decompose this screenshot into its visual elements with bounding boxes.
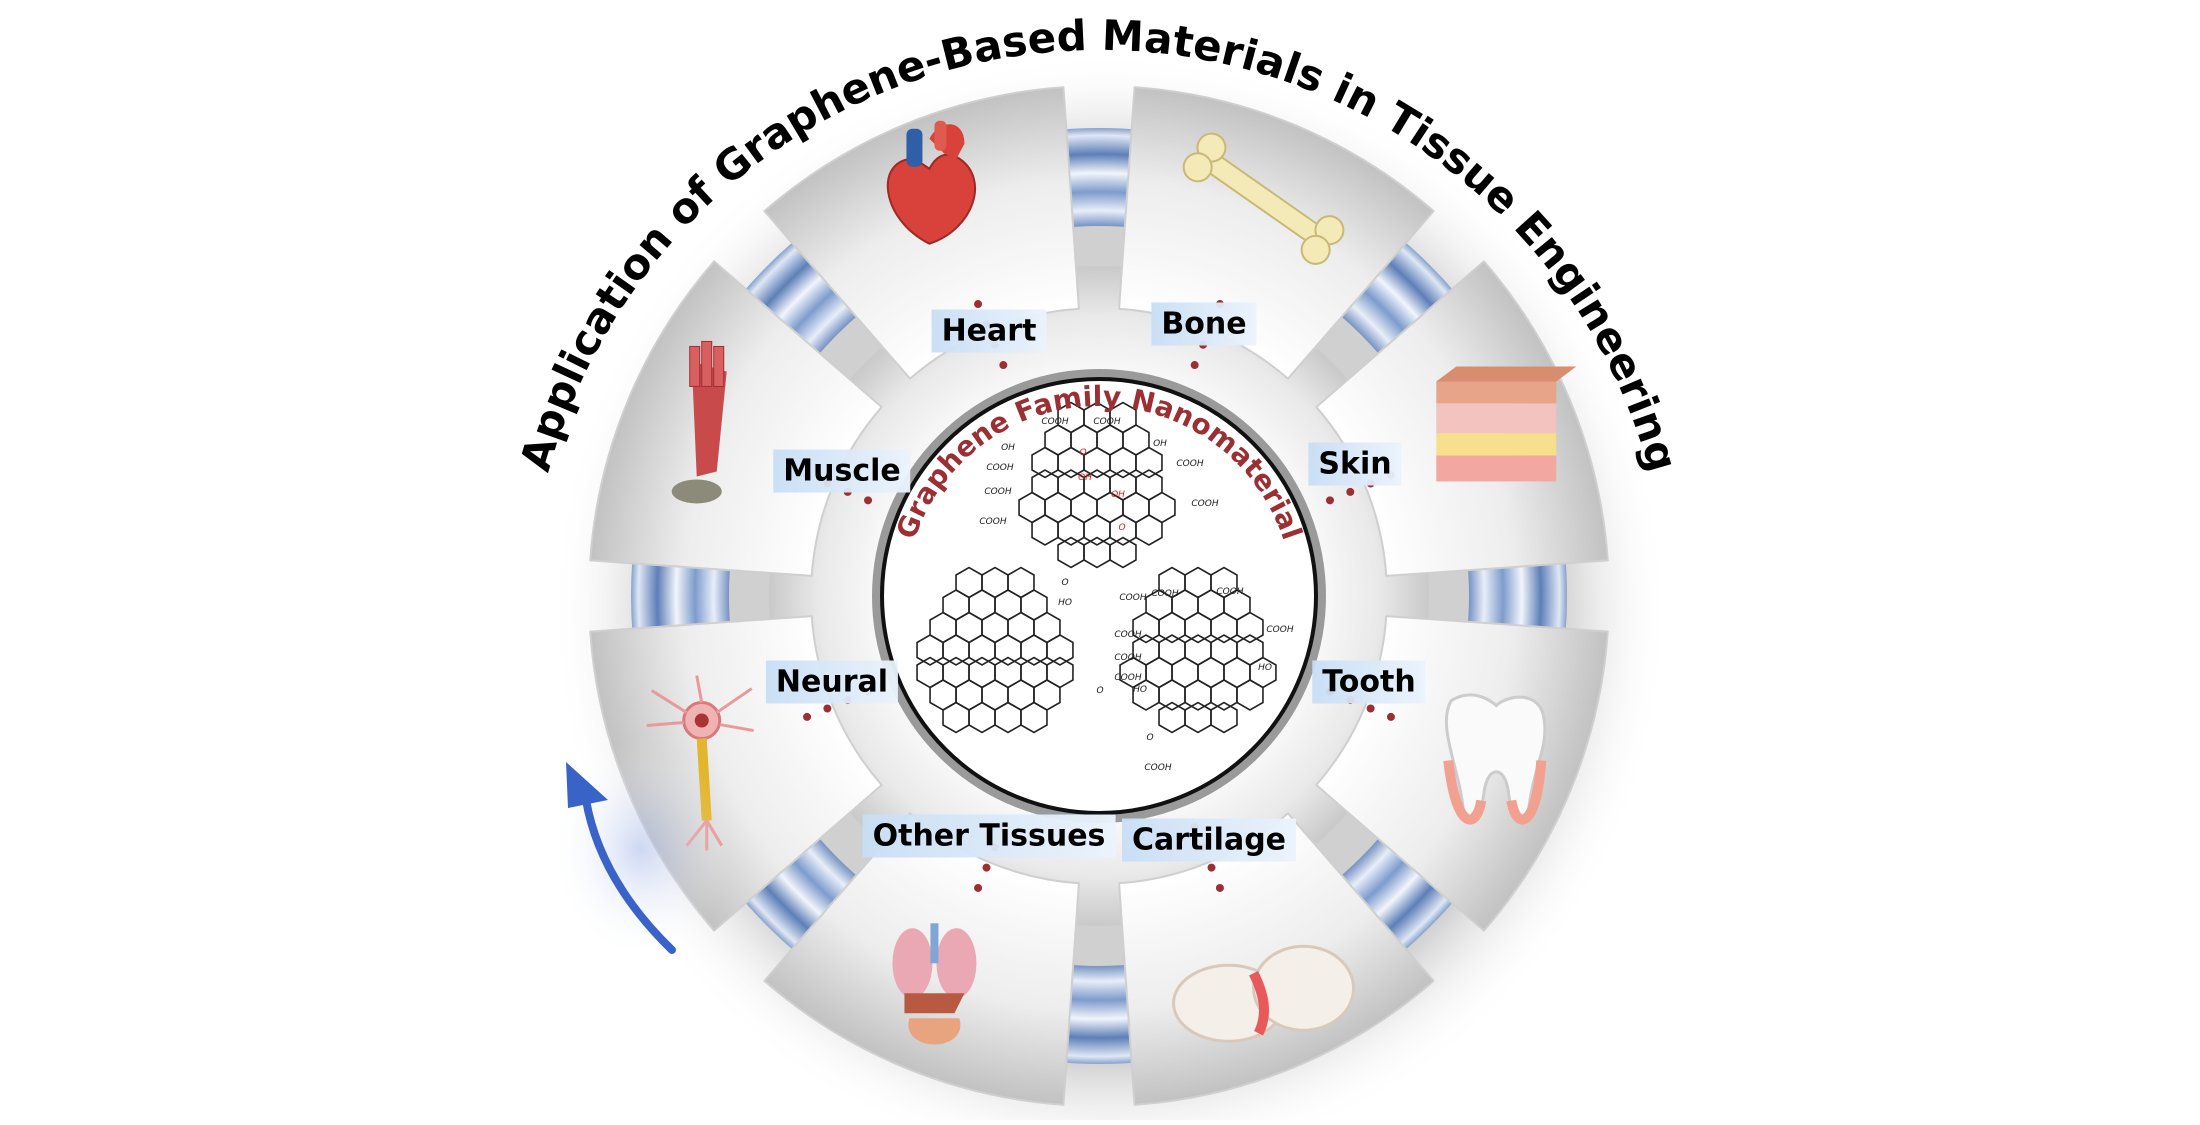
connector-dot <box>999 361 1008 370</box>
label-bone: Bone <box>1151 302 1257 346</box>
connector-dot <box>864 496 873 505</box>
label-muscle: Muscle <box>773 449 911 493</box>
functional-group-label: O <box>1146 733 1153 743</box>
functional-group-label: COOH <box>1266 625 1293 635</box>
functional-group-label: COOH <box>1114 653 1141 663</box>
connector-dot <box>1346 487 1355 496</box>
functional-group-label: HO <box>1058 598 1072 608</box>
functional-group-label: COOH <box>1144 763 1171 773</box>
functional-group-label: O <box>1061 578 1068 588</box>
blue-connector-ring <box>631 128 1567 1064</box>
functional-group-label: HO <box>1258 663 1272 673</box>
muscle-icon <box>671 340 727 504</box>
hexagon-cluster <box>916 566 1074 734</box>
connector-dot <box>1207 863 1216 872</box>
connector-dot <box>974 883 983 892</box>
connector-dot <box>1366 704 1375 713</box>
label-neural: Neural <box>765 660 899 704</box>
connector-dot <box>1215 883 1224 892</box>
functional-group-label: OH <box>1153 439 1167 449</box>
functional-group-label: O <box>1096 686 1103 696</box>
tooth-icon <box>1443 693 1547 825</box>
functional-group-label: COOH <box>984 487 1011 497</box>
rotation-arrow-icon <box>550 740 730 960</box>
connector-dot <box>982 863 991 872</box>
functional-group-label: COOH <box>1093 417 1120 427</box>
functional-group-label: HO <box>1133 685 1147 695</box>
cartilage-icon <box>1172 944 1356 1043</box>
connector-dot <box>1190 361 1199 370</box>
functional-group-label: COOH <box>1191 499 1218 509</box>
functional-group-label: COOH <box>986 463 1013 473</box>
functional-group-label: OH <box>1001 443 1015 453</box>
bone-icon <box>1182 132 1345 265</box>
hexagon-cluster <box>1018 401 1176 569</box>
connector-dot <box>823 704 832 713</box>
functional-group-label: COOH <box>979 517 1006 527</box>
functional-group-label: COOH <box>1114 673 1141 683</box>
connector-dot <box>803 712 812 721</box>
functional-group-label: O <box>1079 448 1086 458</box>
label-skin: Skin <box>1308 442 1402 486</box>
functional-group-label: COOH <box>1041 417 1068 427</box>
connector-dot <box>1386 712 1395 721</box>
functional-group-label: COOH <box>1176 459 1203 469</box>
functional-group-label: COOH <box>1114 630 1141 640</box>
heart-icon <box>886 120 977 245</box>
functional-group-label: COOH <box>1119 593 1146 603</box>
functional-group-label: COOH <box>1151 589 1178 599</box>
segment-muscle <box>589 260 883 577</box>
functional-group-label: COOH <box>1216 587 1243 597</box>
label-heart: Heart <box>931 309 1047 353</box>
functional-group-label: OH <box>1078 473 1092 483</box>
functional-group-label: OH <box>1111 490 1125 500</box>
skin-icon <box>1436 366 1577 482</box>
hexagon-cluster <box>1119 566 1277 734</box>
connector-dot <box>1325 496 1334 505</box>
connector-dot <box>974 300 983 309</box>
label-cartilage: Cartilage <box>1121 818 1297 862</box>
label-other-tissues: Other Tissues <box>862 814 1116 858</box>
organs-icon <box>892 923 977 1045</box>
functional-group-label: O <box>1118 523 1125 533</box>
label-tooth: Tooth <box>1312 660 1426 704</box>
